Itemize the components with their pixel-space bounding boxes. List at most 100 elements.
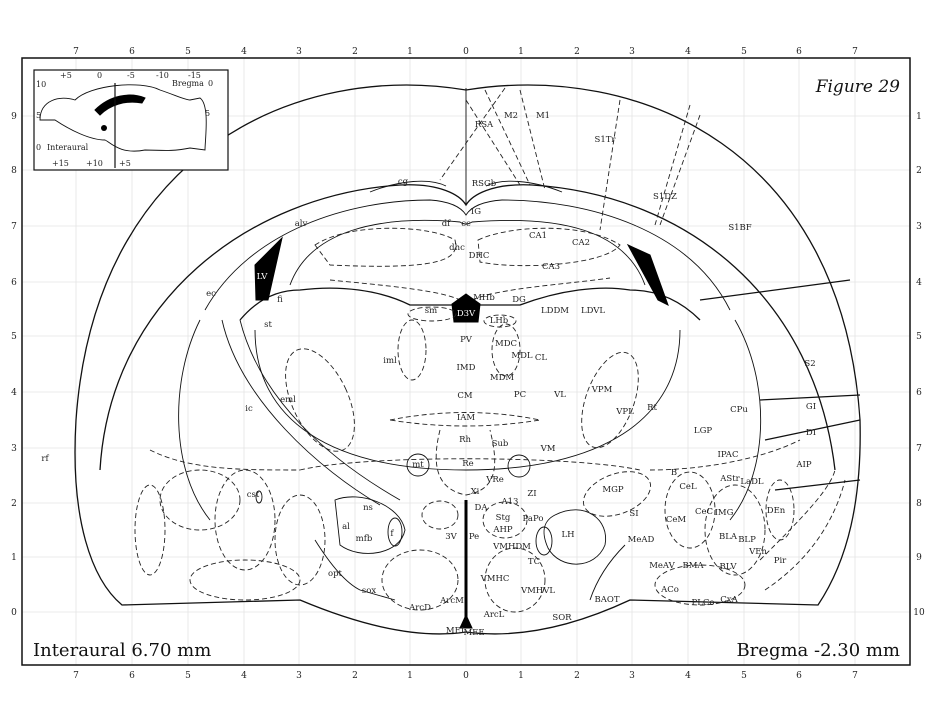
axis-tick-right: 10 [913, 608, 925, 618]
axis-tick-top: 1 [407, 47, 413, 57]
axis-tick-bottom: 7 [852, 671, 858, 681]
region-label: VPL [615, 407, 634, 417]
region-label: Re [462, 459, 473, 469]
inset-tick: -5 [127, 71, 135, 80]
region-label: VL [553, 390, 566, 400]
axis-tick-bottom: 2 [352, 671, 358, 681]
axis-tick-bottom: 3 [296, 671, 302, 681]
axis-tick-left: 0 [11, 608, 17, 618]
axis-tick-right: 5 [916, 332, 922, 342]
region-label: fi [277, 295, 283, 305]
region-label: DEn [767, 506, 786, 516]
region-label: mt [412, 460, 424, 470]
region-label: ArcL [483, 610, 505, 620]
region-label: ArcM [439, 596, 464, 606]
axis-tick-left: 9 [11, 112, 17, 122]
region-label: dhc [449, 243, 465, 253]
region-label: PV [460, 335, 473, 345]
brain-section-outline [74, 84, 861, 635]
inset-tick: 5 [205, 109, 210, 118]
region-label: VMHVL [520, 586, 555, 596]
axis-tick-right: 4 [916, 278, 922, 288]
axis-tick-bottom: 6 [129, 671, 135, 681]
region-label: IMD [457, 363, 476, 373]
region-label: mfb [356, 534, 373, 544]
region-label: st [264, 320, 272, 330]
region-label: 3V [445, 532, 457, 542]
axis-tick-top: 0 [463, 47, 469, 57]
region-label: MEI [446, 626, 464, 636]
region-label: IPAC [718, 450, 739, 460]
inset-tick: -15 [188, 71, 201, 80]
axis-tick-top: 6 [796, 47, 802, 57]
region-label: MDC [495, 339, 517, 349]
axis-tick-bottom: 4 [685, 671, 691, 681]
axis-tick-left: 5 [11, 332, 17, 342]
axis-tick-left: 4 [11, 388, 17, 398]
inset-interaural-label: Interaural [47, 143, 89, 152]
region-label: RSGb [472, 179, 497, 189]
axis-tick-top: 2 [574, 47, 580, 57]
inset-tick: 0 [208, 79, 213, 88]
axis-tick-top: 7 [73, 47, 79, 57]
axis-tick-top: 7 [852, 47, 858, 57]
region-label: Pe [469, 532, 479, 542]
inset-tick: 0 [97, 71, 102, 80]
region-label: Xi [471, 487, 480, 497]
axis-tick-top: 6 [129, 47, 135, 57]
plate-frame [21, 57, 911, 666]
region-label: cst [247, 490, 260, 500]
inset-ventricle-dot [101, 125, 107, 131]
dorsal-third-ventricle [451, 293, 481, 323]
axis-tick-bottom: 1 [407, 671, 413, 681]
axis-tick-right: 1 [916, 112, 922, 122]
region-label: MEE [463, 628, 484, 638]
region-label: GI [806, 402, 816, 412]
interaural-coordinate: Interaural 6.70 mm [33, 640, 211, 661]
axis-tick-bottom: 5 [741, 671, 747, 681]
region-label: VMHDM [492, 542, 531, 552]
region-label: iml [383, 356, 397, 366]
inset-brain-outline [39, 84, 207, 152]
lateral-ventricle-left [254, 236, 283, 301]
region-label: cc [461, 219, 471, 229]
axis-tick-left: 8 [11, 166, 17, 176]
region-label: CeL [679, 482, 697, 492]
inset-tick: -10 [156, 71, 169, 80]
axis-tick-top: 3 [296, 47, 302, 57]
region-label: ArcD [408, 603, 431, 613]
region-label: SOR [552, 613, 572, 623]
axis-tick-top: 5 [185, 47, 191, 57]
region-label: TC [528, 557, 540, 567]
axis-tick-bottom: 6 [796, 671, 802, 681]
region-label: LDVL [581, 306, 605, 316]
region-label: DA [475, 503, 489, 513]
region-label: Rt [647, 403, 657, 413]
region-label: M2 [504, 111, 518, 121]
region-label: S1Tr [595, 135, 617, 145]
region-label: LDDM [541, 306, 569, 316]
inset-tick: +5 [119, 159, 131, 168]
region-label: ACo [660, 585, 679, 595]
region-label: DHC [469, 251, 490, 261]
region-label: ic [245, 404, 253, 414]
region-label: Rh [459, 435, 471, 445]
region-label: rf [41, 454, 49, 464]
region-label: VMHC [480, 574, 510, 584]
axis-tick-top: 2 [352, 47, 358, 57]
region-label: BAOT [594, 595, 619, 605]
region-label: CeM [666, 515, 687, 525]
axis-tick-bottom: 5 [185, 671, 191, 681]
inset-tick: +5 [60, 71, 72, 80]
region-label: LaDL [740, 477, 764, 487]
region-label: AStr [719, 474, 740, 484]
region-label: DI [806, 428, 816, 438]
inset-bregma-label: Bregma [172, 79, 204, 88]
region-label: df [442, 219, 451, 229]
axis-tick-left: 7 [11, 222, 17, 232]
axis-tick-bottom: 4 [241, 671, 247, 681]
region-label: ec [206, 289, 216, 299]
region-label: CL [535, 353, 548, 363]
region-label: MDM [490, 373, 515, 383]
